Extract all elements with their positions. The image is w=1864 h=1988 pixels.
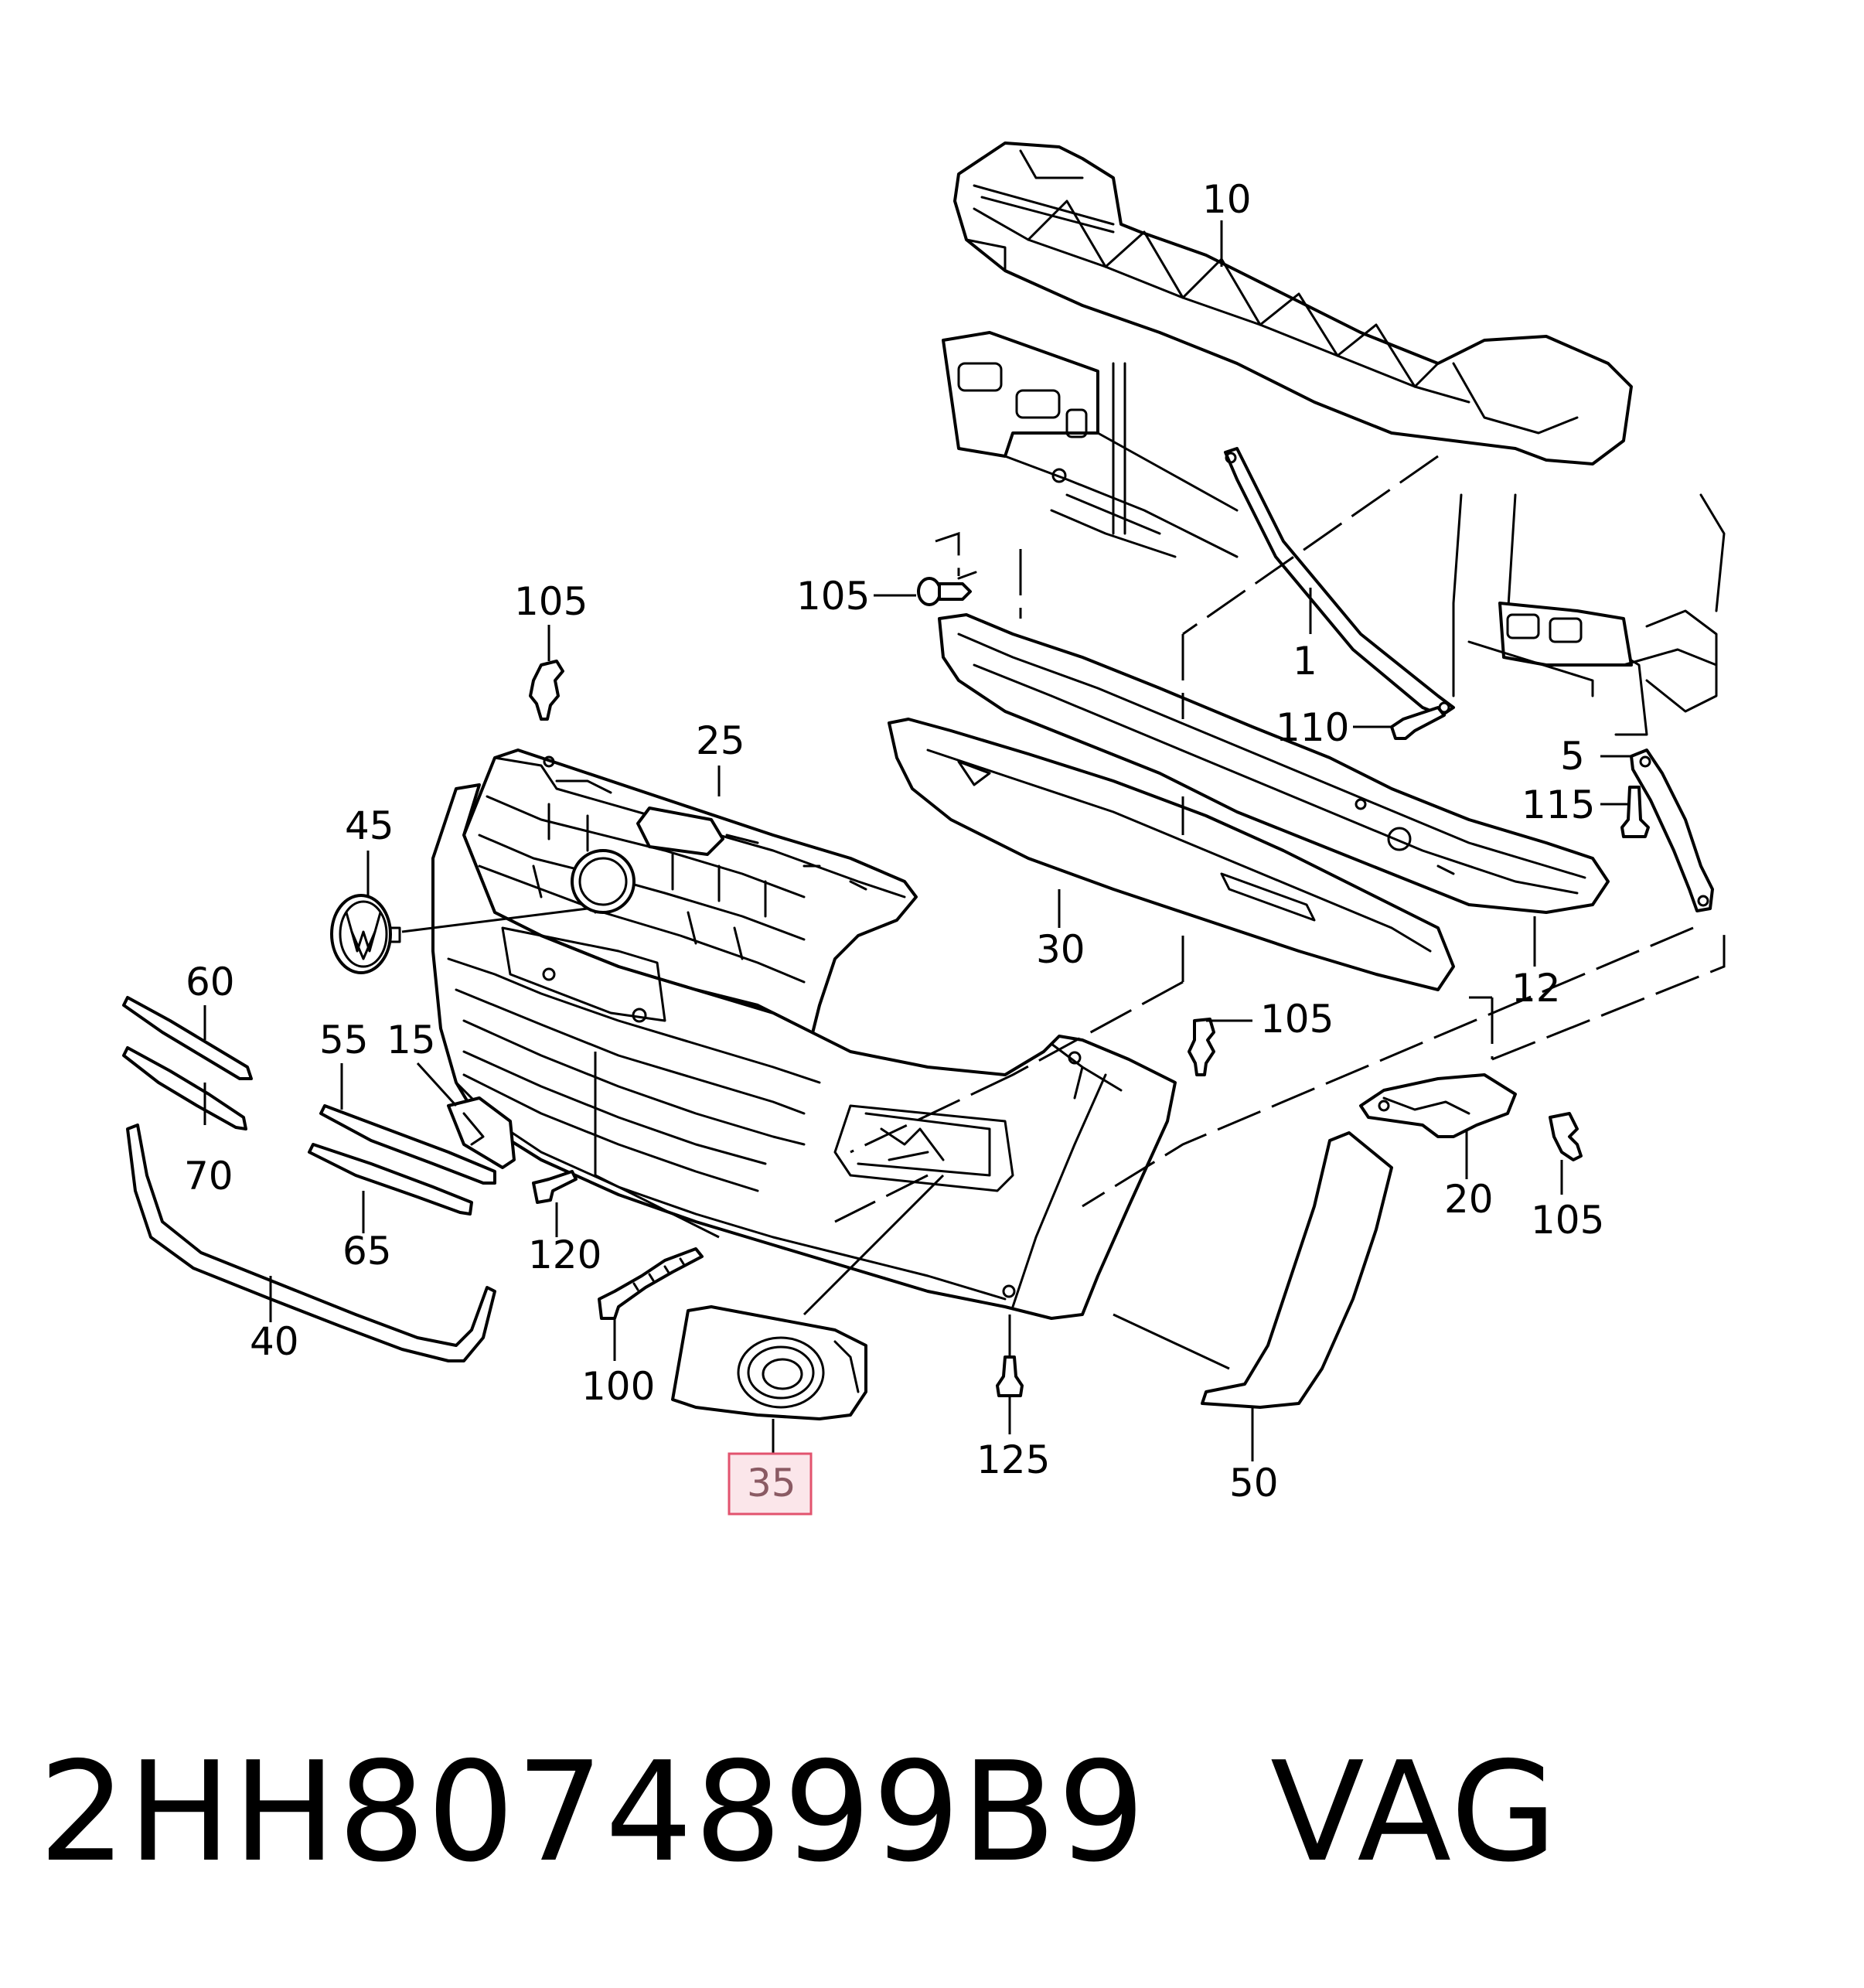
callout-105: 105 [514, 579, 588, 624]
wheel-arch-trim-part [1201, 1131, 1393, 1409]
callout-10: 10 [1202, 177, 1252, 222]
impact-absorber-part [888, 718, 1455, 991]
fog-lamp-bezel-part [671, 1305, 867, 1420]
left-mounting-bracket [942, 331, 1239, 558]
callout-5: 5 [1560, 734, 1585, 779]
callout-70: 70 [184, 1154, 233, 1199]
vw-emblem-part [330, 894, 401, 974]
trim-strip-65 [308, 1143, 473, 1216]
right-frame-end [1452, 493, 1726, 736]
callout-55: 55 [319, 1018, 369, 1062]
callout-60: 60 [186, 960, 235, 1004]
callout-120: 120 [528, 1233, 601, 1277]
callout-115: 115 [1522, 783, 1595, 827]
tow-eye-cover-part [447, 1096, 516, 1169]
callout-25: 25 [696, 718, 745, 763]
bolt-100 [598, 1247, 704, 1320]
bolt-110 [1390, 706, 1446, 740]
bumper-cover [431, 783, 1177, 1320]
bolt-125 [996, 1355, 1024, 1397]
bumper-carrier-part [938, 613, 1610, 914]
callout-100: 100 [581, 1364, 655, 1409]
callout-12: 12 [1511, 966, 1561, 1011]
leader-lines [203, 220, 1631, 1461]
trim-strip-70 [122, 1046, 247, 1130]
callout-125: 125 [976, 1437, 1050, 1482]
radiator-grille-part [462, 748, 918, 1038]
callout-65: 65 [342, 1229, 392, 1274]
callout-labels: 10 105 1 110 5 115 105 25 45 30 12 60 55… [184, 177, 1604, 1516]
bolt-120 [532, 1170, 578, 1204]
callout-50: 50 [1229, 1461, 1279, 1505]
callout-1: 1 [1293, 639, 1317, 684]
trim-strip-55 [319, 1104, 496, 1185]
callout-105: 105 [796, 574, 870, 619]
footer-caption: 2HH8074899B9 VAG [39, 1732, 1559, 1892]
callout-105: 105 [1531, 1198, 1604, 1243]
clip-fastener-105-right [1549, 1112, 1583, 1161]
callout-15: 15 [387, 1018, 436, 1062]
bolt-115 [1620, 786, 1650, 838]
callout-35-highlighted: 35 [747, 1461, 796, 1505]
callout-110: 110 [1276, 705, 1349, 750]
trim-strip-60 [122, 996, 253, 1080]
clip-fastener-105-top-right [917, 571, 977, 606]
callout-30: 30 [1036, 927, 1085, 972]
bumper-beam-part [953, 142, 1633, 465]
clip-fastener-105-top-left [529, 660, 564, 721]
side-bracket-part [1359, 1073, 1517, 1138]
trim-strip-40 [126, 1124, 496, 1362]
part-number: 2HH8074899B9 [39, 1732, 1147, 1892]
assembly-dash-lines [834, 455, 1726, 1223]
callout-40: 40 [250, 1319, 299, 1364]
manufacturer: VAG [1270, 1732, 1559, 1892]
callout-20: 20 [1444, 1177, 1494, 1222]
callout-105: 105 [1260, 997, 1334, 1042]
bracket-5 [1630, 748, 1714, 912]
callout-45: 45 [345, 803, 394, 848]
highlight-box [728, 1452, 813, 1516]
clip-fastener-105-mid [1188, 1018, 1215, 1076]
